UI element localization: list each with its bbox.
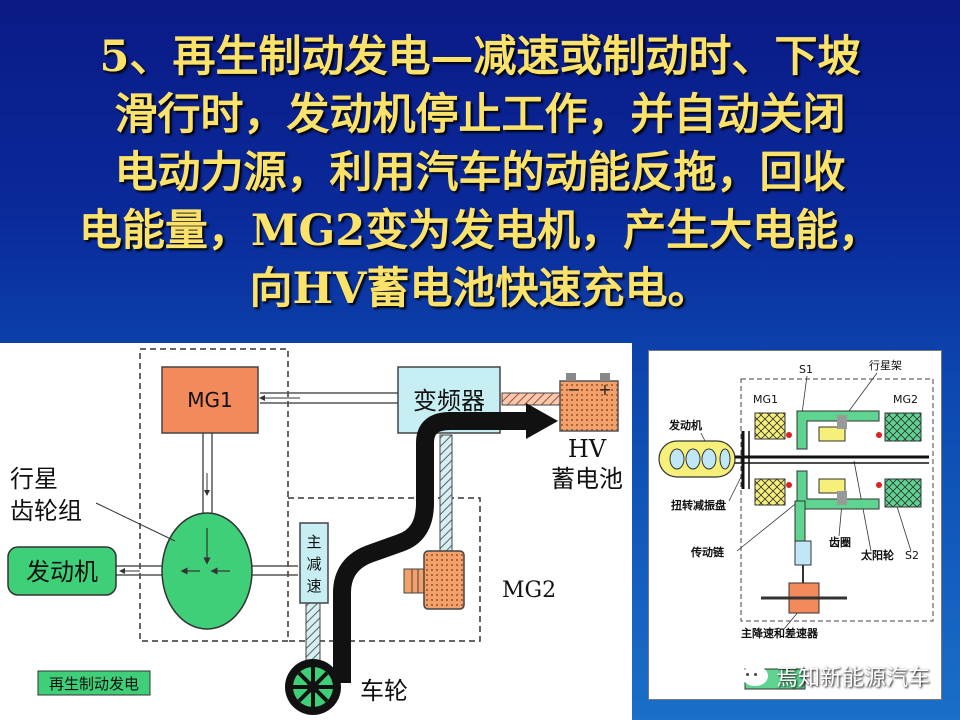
- power-flow-arrow: [333, 412, 530, 683]
- engine-schematic-label: 发动机: [668, 418, 702, 432]
- powertrain-schematic: S1 行星架 MG1 MG2 发动机 扭转减振盘 传动链 齿圈 太阳轮 S2 主…: [648, 350, 942, 700]
- watermark-text: 焉知新能源汽车: [775, 666, 930, 691]
- battery-plus: +: [598, 380, 611, 399]
- title-line-2: 滑行时，发动机停止工作，并自动关闭: [114, 90, 846, 140]
- s2-label: S2: [905, 549, 919, 562]
- power-flow-diagram: MG1 变频器 − + HV 蓄电池 行星 齿轮组 发动机 主 减 速: [0, 343, 632, 720]
- mg1-schematic-label: MG1: [753, 393, 778, 406]
- mg1-label: MG1: [187, 388, 232, 412]
- chain-label: 传动链: [690, 545, 725, 559]
- hv-label-line2: 蓄电池: [551, 465, 623, 493]
- planet-carrier-label: 行星架: [869, 359, 902, 372]
- inverter-label: 变频器: [413, 387, 485, 415]
- planetary-label-line1: 行星: [10, 465, 58, 493]
- reducer-char-2: 减: [306, 555, 321, 573]
- slide-title: 5、再生制动发电—减速或制动时、下坡 滑行时，发动机停止工作，并自动关闭 电动力…: [20, 28, 940, 318]
- powertrain-svg: S1 行星架 MG1 MG2 发动机 扭转减振盘 传动链 齿圈 太阳轮 S2 主…: [658, 359, 934, 690]
- planetary-label-line2: 齿轮组: [10, 497, 82, 525]
- battery-minus: −: [567, 380, 580, 399]
- final-drive-label: 主降速和差速器: [741, 626, 819, 640]
- mode-label: 再生制动发电: [49, 675, 139, 693]
- planetary-leader: [95, 502, 176, 542]
- engine-label: 发动机: [26, 558, 98, 586]
- mg1-block: [161, 366, 259, 434]
- watermark: 焉知新能源汽车: [741, 660, 930, 692]
- reducer-char-1: 主: [306, 533, 321, 551]
- power-flow-svg: MG1 变频器 − + HV 蓄电池 行星 齿轮组 发动机 主 减 速: [7, 348, 623, 715]
- mg2-boundary: [288, 497, 481, 642]
- engine-block: [7, 546, 117, 596]
- sun-gear-label: 太阳轮: [860, 548, 894, 562]
- ring-gear-label: 齿圈: [829, 535, 851, 549]
- wheel-label: 车轮: [360, 677, 408, 705]
- s1-label: S1: [799, 363, 813, 376]
- gearbox-boundary: [139, 348, 289, 642]
- mg2-motor: [403, 550, 465, 610]
- reducer-char-3: 速: [306, 577, 321, 595]
- power-flow-arrowhead: [526, 403, 558, 439]
- hv-battery: [559, 380, 619, 432]
- planetary-gear-set: [161, 512, 253, 630]
- title-line-4: 电能量，MG2变为发电机，产生大电能，: [78, 206, 882, 256]
- mg2-label: MG2: [502, 578, 556, 603]
- title-line-3: 电动力源，利用汽车的动能反拖，回收: [114, 148, 846, 198]
- mg2-schematic-label: MG2: [893, 393, 918, 406]
- title-line-5: 向HV蓄电池快速充电。: [249, 264, 711, 314]
- mode-label-box: [37, 670, 151, 696]
- damper-label: 扭转减振盘: [671, 498, 726, 512]
- main-reducer: [299, 522, 329, 604]
- wechat-icon: [741, 666, 768, 686]
- title-line-1: 5、再生制动发电—减速或制动时、下坡: [99, 32, 861, 82]
- hv-label-line1: HV: [568, 435, 607, 463]
- wheel: [285, 659, 341, 715]
